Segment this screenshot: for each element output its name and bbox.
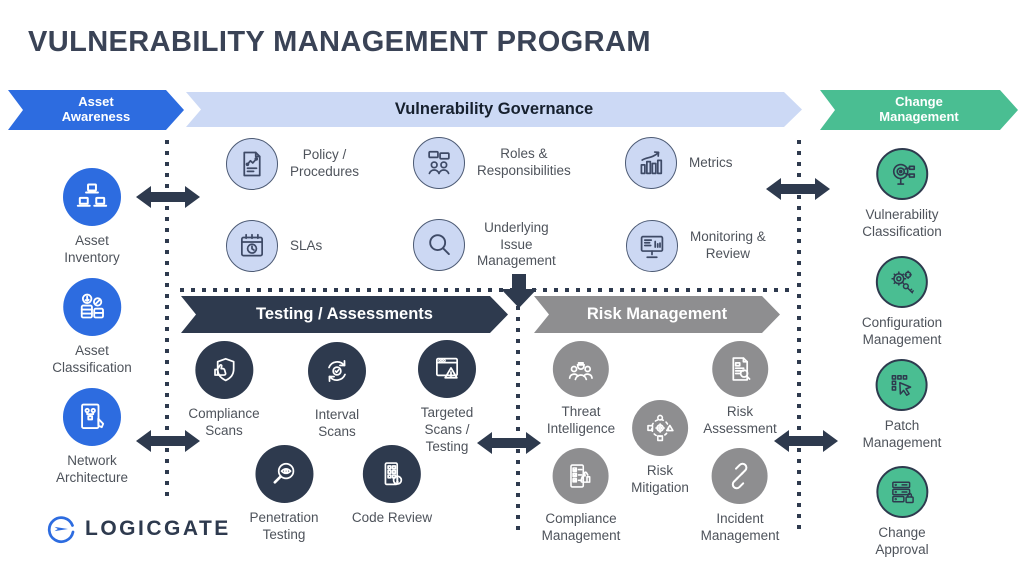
node-label: Network Architecture	[55, 453, 129, 485]
node-vulnerability-classification: Vulnerability Classification	[862, 148, 942, 241]
cursor-grid-icon	[891, 374, 912, 396]
node-label: Interval Scans	[314, 407, 360, 439]
magnifier-eye-icon	[273, 462, 294, 484]
node-label: Policy / Procedures	[290, 147, 360, 179]
node-label: Targeted Scans / Testing	[420, 405, 474, 454]
node-asset-inventory: Asset Inventory	[63, 168, 121, 267]
cyclic-arrows-icon	[328, 360, 346, 382]
server-lock-icon	[891, 481, 914, 504]
node-compliance-scans: Compliance Scans	[188, 341, 260, 440]
node-threat-intelligence: Threat Intelligence	[547, 341, 615, 438]
double-arrow-right-top-icon	[766, 178, 830, 200]
logo-text: LOGICGATE	[85, 517, 231, 540]
node-label: Change Approval	[875, 525, 929, 557]
shapes-gear-icon	[647, 414, 674, 442]
node-label: Risk Assessment	[703, 404, 777, 436]
policy-document-icon	[243, 151, 261, 177]
node-label: Compliance Scans	[188, 406, 260, 438]
browser-warning-icon	[436, 357, 458, 379]
node-roles-responsibilities: Roles & Responsibilities	[413, 137, 571, 189]
node-label: Monitoring & Review	[690, 229, 766, 261]
node-label: Roles & Responsibilities	[477, 146, 571, 178]
dotted-divider-horizontal	[180, 288, 796, 292]
node-penetration-testing: Penetration Testing	[249, 445, 319, 544]
node-label: Asset Classification	[52, 343, 132, 375]
node-label: Asset Inventory	[64, 233, 120, 265]
double-arrow-left-bottom-icon	[136, 430, 200, 452]
node-code-review: Code Review	[352, 445, 432, 527]
node-label: Vulnerability Classification	[862, 207, 942, 239]
node-monitoring-review: Monitoring & Review	[626, 220, 766, 272]
dotted-divider-right	[797, 140, 801, 536]
node-label: Incident Management	[700, 511, 780, 543]
checklist-thumbs-up-icon	[570, 464, 591, 488]
node-configuration-management: Configuration Management	[862, 256, 942, 349]
node-targeted-scans-testing: Targeted Scans / Testing	[418, 340, 476, 456]
banner-vulnerability-governance: Vulnerability Governance	[186, 92, 802, 127]
network-diagram-icon	[81, 403, 105, 429]
banner-asset-awareness: Asset Awareness	[8, 90, 184, 130]
target-scope-icon	[892, 163, 915, 185]
shield-thumbs-up-icon	[213, 357, 235, 382]
node-compliance-management: Compliance Management	[541, 448, 621, 545]
chain-link-icon	[732, 462, 748, 490]
node-slas: SLAs	[226, 220, 322, 272]
node-label: Risk Mitigation	[631, 463, 689, 495]
node-label: Penetration Testing	[249, 510, 319, 542]
node-change-approval: Change Approval	[875, 466, 929, 559]
node-label: Patch Management	[862, 418, 942, 450]
node-label: Underlying Issue Management	[477, 219, 556, 269]
node-policy-procedures: Policy / Procedures	[226, 138, 359, 190]
node-label: SLAs	[290, 237, 323, 253]
banner-risk-management: Risk Management	[534, 296, 780, 333]
node-label: Configuration Management	[861, 315, 943, 347]
node-label: Metrics	[689, 154, 733, 170]
double-arrow-right-bottom-icon	[774, 430, 838, 452]
node-incident-management: Incident Management	[700, 448, 780, 545]
node-metrics: Metrics	[625, 137, 733, 189]
node-risk-assessment: Risk Assessment	[703, 341, 777, 438]
code-blocks-alert-icon	[384, 462, 403, 486]
node-patch-management: Patch Management	[862, 359, 942, 452]
logicgate-logo: LOGICGATE	[46, 514, 231, 544]
page-title: VULNERABILITY MANAGEMENT PROGRAM	[28, 26, 651, 58]
node-label: Code Review	[351, 510, 433, 525]
node-risk-mitigation: Risk Mitigation	[631, 400, 689, 497]
double-arrow-center-bottom-icon	[477, 432, 541, 454]
document-magnifier-icon	[732, 357, 751, 381]
node-interval-scans: Interval Scans	[308, 342, 366, 441]
hacker-group-icon	[568, 362, 594, 381]
banner-change-management: Change Management	[820, 90, 1018, 130]
laptops-icon	[76, 183, 108, 207]
dotted-divider-left	[165, 140, 169, 502]
dotted-divider-center	[516, 306, 520, 532]
magnifier-icon	[429, 234, 450, 255]
node-underlying-issue-management: Underlying Issue Management	[413, 219, 556, 271]
node-asset-classification: Asset Classification	[52, 278, 132, 377]
logicgate-logo-icon	[47, 516, 75, 543]
gears-key-icon	[891, 270, 915, 294]
down-arrow-icon	[501, 274, 537, 308]
double-arrow-left-top-icon	[136, 186, 200, 208]
coins-icon	[80, 293, 104, 319]
banner-testing-assessments: Testing / Assessments	[181, 296, 508, 333]
node-label: Threat Intelligence	[546, 404, 616, 436]
people-roles-icon	[428, 150, 450, 175]
node-network-architecture: Network Architecture	[56, 388, 128, 487]
bar-chart-icon	[640, 151, 663, 175]
monitor-icon	[640, 235, 664, 259]
calendar-clock-icon	[241, 233, 263, 257]
node-label: Compliance Management	[541, 511, 621, 543]
